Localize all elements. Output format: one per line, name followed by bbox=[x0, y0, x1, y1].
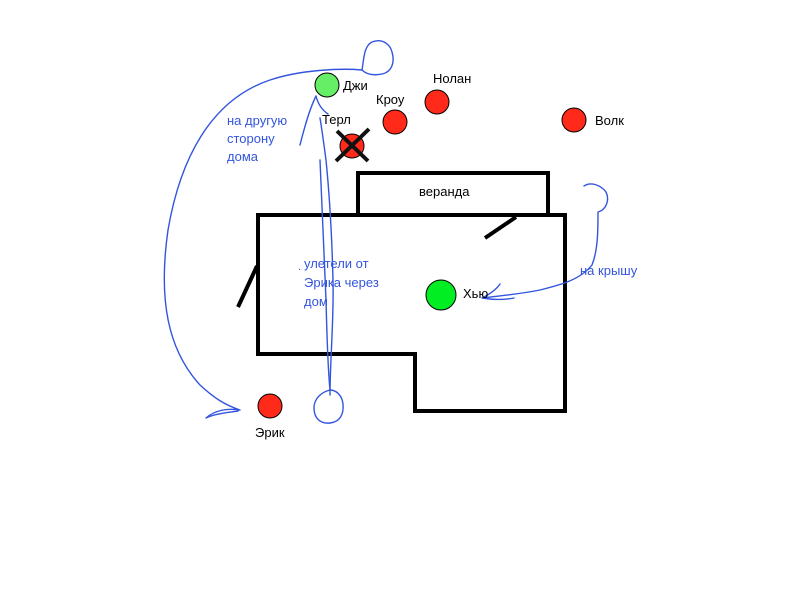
veranda-outline bbox=[356, 171, 550, 213]
arrowhead-dzhi bbox=[299, 95, 329, 146]
annotations: на другую сторону дома улетели от Эрика … bbox=[227, 113, 638, 309]
player-krou-marker bbox=[382, 109, 408, 135]
player-hyu-marker bbox=[425, 279, 457, 311]
player-volk-label: Волк bbox=[595, 113, 624, 128]
arrow-loop-top bbox=[361, 40, 394, 76]
arrow-to-roof bbox=[481, 183, 609, 301]
arrow-around-house bbox=[163, 68, 363, 419]
note-dot: . bbox=[298, 261, 301, 273]
player-krou-label: Кроу bbox=[376, 92, 405, 107]
player-erik-marker bbox=[257, 393, 283, 419]
note-other-side-2: сторону bbox=[227, 131, 275, 146]
player-terl-label: Терл bbox=[322, 112, 351, 127]
note-other-side-1: на другую bbox=[227, 113, 287, 128]
eliminated-x-icon bbox=[334, 127, 371, 163]
veranda-label: веранда bbox=[419, 184, 470, 199]
door-top-right bbox=[483, 215, 518, 240]
house bbox=[236, 171, 567, 413]
note-flew-off-1: улетели от bbox=[304, 256, 369, 271]
player-volk-marker bbox=[561, 107, 587, 133]
arrow-through-house-left bbox=[319, 159, 331, 391]
note-roof: на крышу bbox=[580, 263, 638, 278]
arrow-loop-bottom bbox=[313, 389, 344, 424]
note-other-side-3: дома bbox=[227, 149, 259, 164]
arrow-through-house bbox=[319, 117, 334, 396]
note-flew-off-3: дом bbox=[304, 294, 328, 309]
players: Джи Терл Кроу Нолан Волк Хью Эрик bbox=[255, 71, 624, 440]
door-left bbox=[236, 265, 259, 308]
player-nolan-label: Нолан bbox=[433, 71, 471, 86]
note-flew-off-2: Эрика через bbox=[304, 275, 379, 290]
house-outline bbox=[256, 213, 567, 413]
player-dzhi-label: Джи bbox=[343, 78, 368, 93]
player-erik-label: Эрик bbox=[255, 425, 285, 440]
player-dzhi-marker bbox=[314, 72, 340, 98]
movement-arrows bbox=[163, 40, 609, 424]
player-hyu-label: Хью bbox=[463, 286, 488, 301]
player-nolan-marker bbox=[424, 89, 450, 115]
